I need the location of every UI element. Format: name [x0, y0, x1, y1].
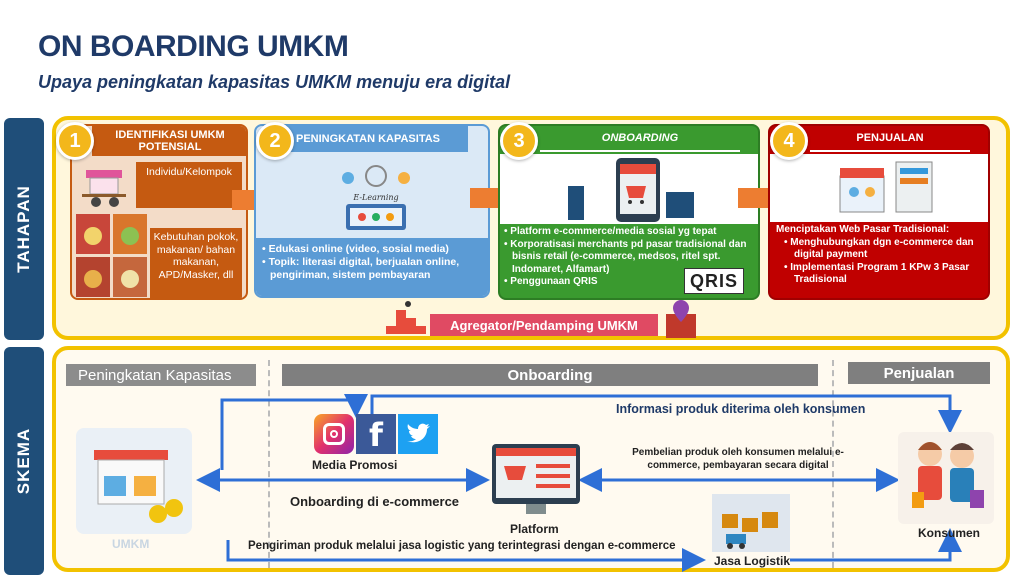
phase-onboarding-bar: Onboarding — [282, 364, 818, 386]
shipping-label: Pengiriman produk melalui jasa logistic … — [248, 540, 676, 552]
step-4-bullet-1: • Menghubungkan dgn e-commerce dan digit… — [784, 236, 974, 261]
media-promosi-label: Media Promosi — [312, 458, 398, 472]
step-3-bullets: • Platform e-commerce/media sosial yg te… — [504, 226, 754, 289]
step-3-bullet-3: • Penggunaan QRIS — [504, 276, 598, 287]
step-3-number: 3 — [500, 122, 538, 160]
twitter-icon — [398, 414, 438, 454]
step-2-bullet-1: • Edukasi online (video, sosial media) — [262, 243, 449, 255]
step-1-number: 1 — [56, 122, 94, 160]
step-4-content: Menciptakan Web Pasar Tradisional: • Men… — [776, 224, 986, 287]
platform-label: Platform — [510, 522, 559, 536]
instagram-icon — [314, 414, 354, 454]
step-3-bullet-2: • Korporatisasi merchants pd pasar tradi… — [504, 238, 747, 275]
step-3-box: ONBOARDING • Platform e-commerce/media s… — [498, 124, 760, 300]
step-2-bullet-2: • Topik: literasi digital, berjualan onl… — [262, 256, 460, 281]
consumer-label: Konsumen — [918, 526, 981, 540]
step-4-title: PENJUALAN — [810, 126, 970, 152]
purchase-flow-label: Pembelian produk oleh konsumen melalui e… — [632, 447, 844, 471]
market-cart-icon — [82, 170, 126, 207]
tahapan-tab: TAHAPAN — [4, 118, 44, 340]
page-title: ON BOARDING UMKM — [38, 30, 349, 63]
mobile-shop-icon — [568, 158, 694, 222]
skema-tab: SKEMA — [4, 347, 44, 575]
step-3-bullet-1: • Platform e-commerce/media sosial yg te… — [504, 226, 717, 237]
online-store-icon — [839, 161, 933, 213]
qris-logo: QRIS — [684, 268, 744, 294]
phase-sales-bar: Penjualan — [848, 362, 990, 384]
step-3-title: ONBOARDING — [540, 126, 740, 152]
umkm-label: UMKM — [112, 537, 150, 551]
platform-icon — [492, 444, 580, 514]
step-2-title: PENINGKATAN KAPASITAS — [268, 126, 468, 152]
step-4-intro: Menciptakan Web Pasar Tradisional: — [776, 224, 950, 235]
step-4-number: 4 — [770, 122, 808, 160]
onboarding-ecom-label: Onboarding di e-commerce — [290, 494, 460, 509]
consumer-icon — [898, 432, 994, 524]
logistics-label: Jasa Logistik — [714, 554, 791, 568]
step-2-box: PENINGKATAN KAPASITAS E-Learning • Eduka… — [254, 124, 490, 298]
step-1-needs: Kebutuhan pokok, makanan/ bahan makanan,… — [150, 228, 242, 298]
stairs-climb-icon — [376, 301, 426, 334]
svg-text:E-Learning: E-Learning — [352, 193, 398, 202]
step-4-box: PENJUALAN Menciptakan Web Pasar Tradisio… — [768, 124, 990, 300]
divider-2 — [832, 360, 834, 568]
divider-1 — [268, 360, 270, 568]
page-subtitle: Upaya peningkatan kapasitas UMKM menuju … — [38, 72, 511, 92]
step-1-title: IDENTIFIKASI UMKM POTENSIAL — [92, 126, 246, 156]
logistics-warehouse-icon — [712, 494, 790, 552]
step-1-box: IDENTIFIKASI UMKM POTENSIAL Individu/Kel… — [70, 124, 248, 300]
umkm-store-icon — [76, 428, 192, 534]
elearning-icon: E-Learning — [342, 165, 410, 230]
info-flow-label: Informasi produk diterima oleh konsumen — [616, 402, 866, 416]
step-2-number: 2 — [256, 122, 294, 160]
step-4-bullet-2: • Implementasi Program 1 KPw 3 Pasar Tra… — [784, 261, 970, 286]
facebook-icon: f — [356, 414, 396, 454]
step-1-group: Individu/Kelompok — [136, 162, 242, 208]
food-images — [76, 214, 147, 297]
aggregator-label: Agregator/Pendamping UMKM — [430, 314, 658, 336]
phase-capacity-bar: Peningkatan Kapasitas — [66, 364, 256, 386]
store-map-icon — [666, 300, 696, 338]
step-2-bullets: • Edukasi online (video, sosial media) •… — [256, 238, 488, 296]
